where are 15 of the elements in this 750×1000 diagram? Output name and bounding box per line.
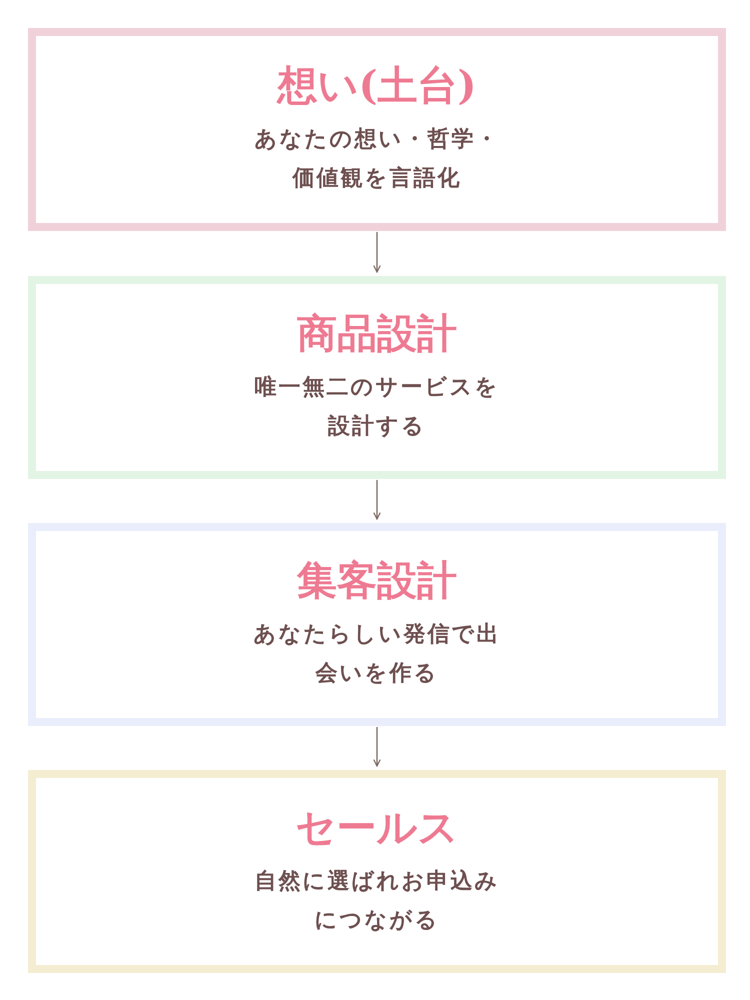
step-title: セールス xyxy=(296,804,458,852)
step-box xyxy=(28,28,726,231)
step-description: 自然に選ばれお申込みにつながる xyxy=(254,867,500,934)
arrow xyxy=(373,727,381,767)
step-description: 唯一無二のサービスを設計する xyxy=(254,373,500,440)
arrow xyxy=(373,232,381,273)
step-box xyxy=(28,523,726,726)
step-description: あなたの想い・哲学・価値観を言語化 xyxy=(254,125,500,192)
step-title: 商品設計 xyxy=(297,310,457,358)
step-description: あなたらしい発信で出会いを作る xyxy=(252,620,502,688)
step-box xyxy=(28,276,726,479)
step-title: 想い(土台) xyxy=(278,62,476,110)
step-title: 集客設計 xyxy=(297,557,457,605)
arrow xyxy=(373,480,381,520)
step-box xyxy=(28,770,726,973)
